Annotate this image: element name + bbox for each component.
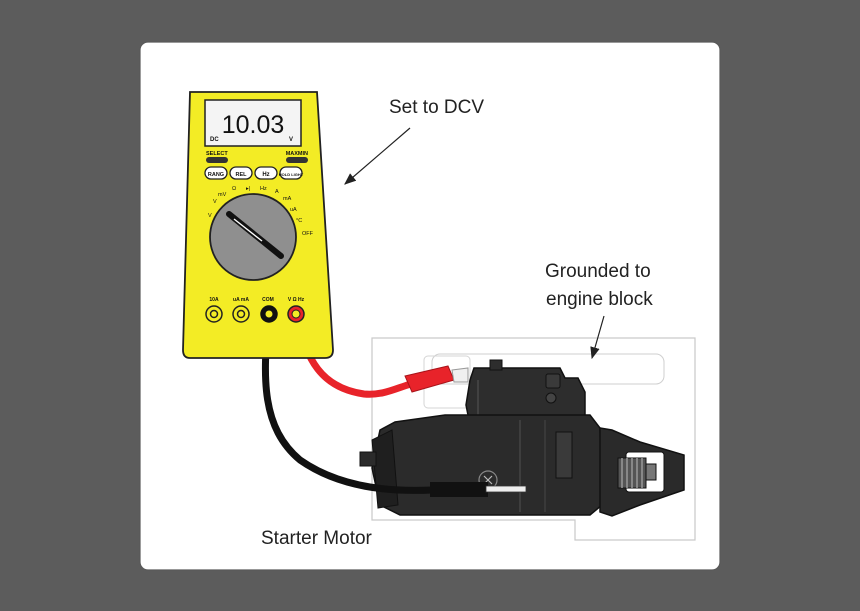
jack-label-com: COM — [262, 297, 274, 303]
dial-label-temp: °C — [296, 218, 302, 224]
maxmin-label: MAXMIN — [286, 151, 308, 157]
dial-label-mv: mV — [218, 192, 227, 198]
jack-com[interactable] — [260, 305, 278, 323]
range-button[interactable]: RANG — [204, 166, 228, 180]
hold-light-button[interactable]: HOLD LIGHT — [279, 166, 304, 180]
annotation-set-to-dcv: Set to DCV — [389, 97, 484, 118]
svg-text:Hz: Hz — [262, 172, 269, 178]
multimeter: 10.03 DC V SELECT MAXMIN RANG REL Hz HOL… — [182, 91, 334, 359]
jack-vohm[interactable] — [287, 305, 305, 323]
svg-text:HOLD LIGHT: HOLD LIGHT — [279, 172, 304, 177]
maxmin-button[interactable] — [286, 157, 308, 163]
rel-button[interactable]: REL — [229, 166, 253, 180]
dial-label-dcv: V — [213, 199, 217, 205]
rotary-dial[interactable] — [209, 193, 297, 281]
jack-label-10a: 10A — [209, 297, 219, 303]
jack-label-uama: uA mA — [233, 297, 249, 303]
select-button[interactable] — [206, 157, 228, 163]
arrow-to-multimeter — [344, 127, 411, 185]
annotation-grounded-line1: Grounded to — [545, 261, 651, 282]
lcd-display — [204, 99, 302, 147]
jack-uama[interactable] — [232, 305, 250, 323]
dial-label-diode: ▸| — [246, 186, 250, 192]
annotation-grounded-line2: engine block — [546, 289, 653, 310]
select-label: SELECT — [206, 151, 228, 157]
arrow-to-engine-block — [590, 315, 605, 360]
hz-button[interactable]: Hz — [254, 166, 278, 180]
annotation-starter-motor: Starter Motor — [261, 528, 373, 549]
dial-label-ua: uA — [290, 207, 297, 213]
dial-label-acv: V — [208, 213, 212, 219]
dial-label-off: OFF — [302, 231, 314, 237]
svg-text:REL: REL — [236, 172, 248, 178]
jack-10a[interactable] — [205, 305, 223, 323]
svg-text:RANG: RANG — [208, 172, 224, 178]
jack-label-vohm: V Ω Hz — [288, 297, 305, 303]
dial-label-amp: A — [275, 189, 279, 195]
black-test-lead — [261, 310, 527, 497]
dial-scale: V V mV Ω ▸| Hz A mA uA °C OFF — [208, 186, 314, 237]
lcd-reading: 10.03 — [222, 111, 285, 139]
dial-label-hz: Hz — [260, 186, 267, 192]
dial-label-ohm: Ω — [232, 186, 236, 192]
dial-label-ma: mA — [283, 196, 292, 202]
lcd-mode: DC — [210, 137, 219, 143]
lcd-unit: V — [289, 137, 293, 143]
